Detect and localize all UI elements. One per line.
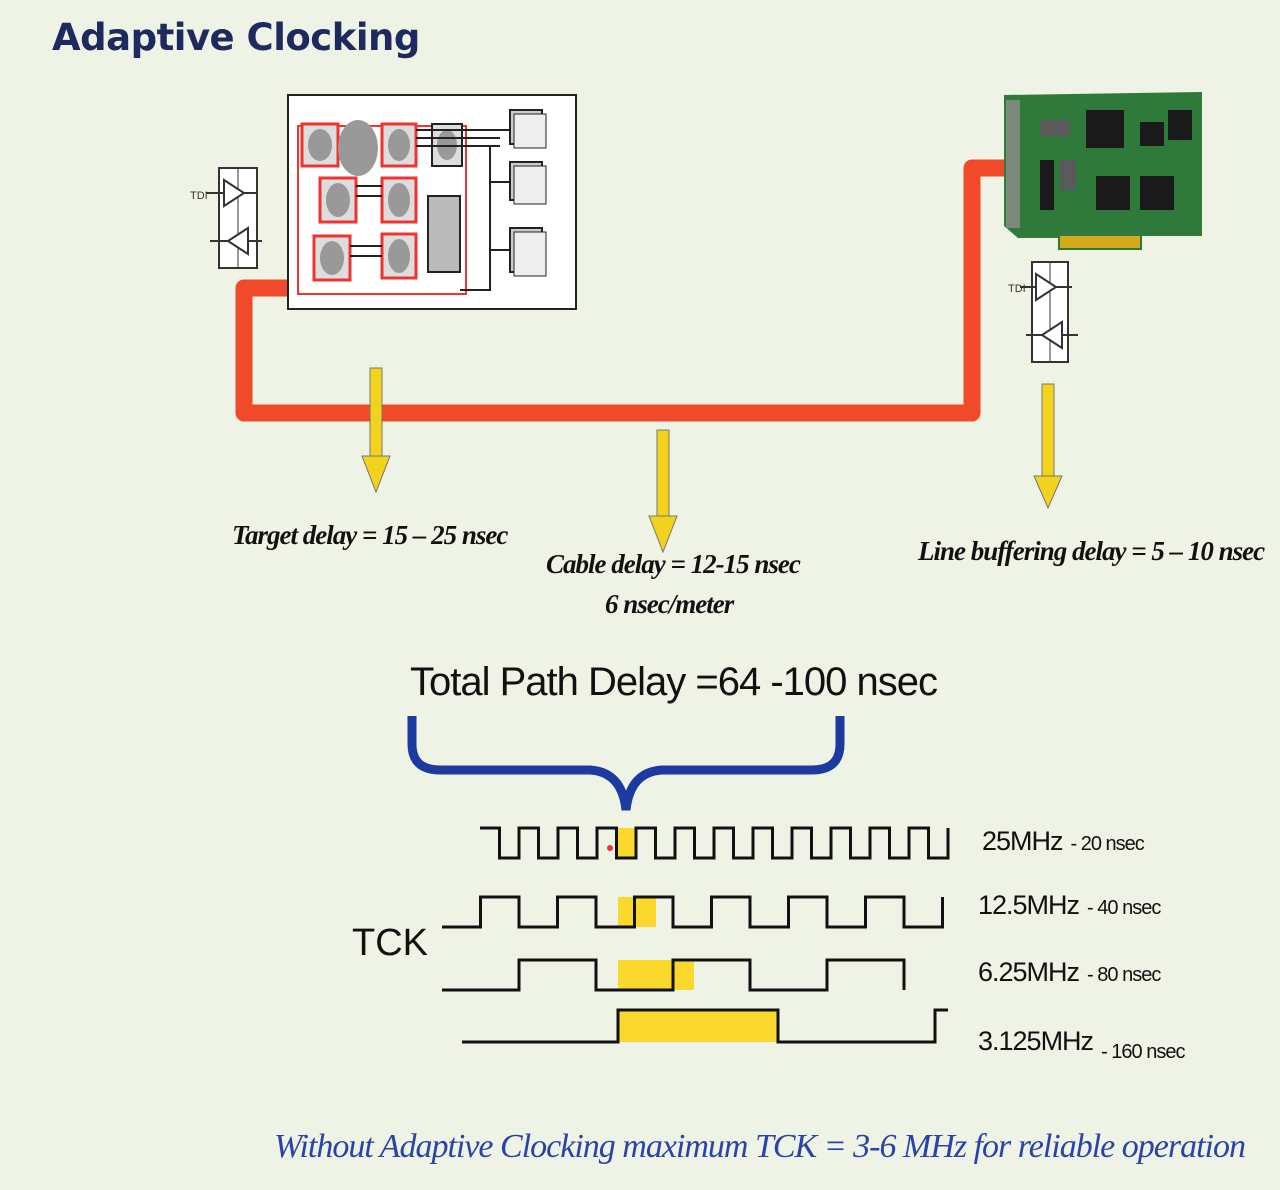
buffer-tdi-label-left: TDI [190,190,208,202]
clock-label-3-125mhz: 3.125MHz - 160 nsec [978,1026,1185,1063]
clock-period: - 80 nsec [1087,964,1161,986]
cable-delay-label: Cable delay = 12-15 nsec [546,549,801,579]
pci-interface-card [1004,92,1202,250]
clock-marker-dot [607,845,613,851]
clock-period: - 160 nsec [1101,1041,1185,1063]
clock-frequency: 25MHz [982,826,1064,856]
clock-wave-3-125mhz [462,1008,948,1044]
page-title: Adaptive Clocking [52,16,420,59]
clock-wave-12-5mhz [442,895,944,929]
clock-label-12-5mhz: 12.5MHz - 40 nsec [978,890,1161,921]
target-board [287,94,577,310]
clock-frequency: 6.25MHz [978,957,1080,987]
clock-period: - 20 nsec [1070,833,1145,855]
total-delay-brace [407,716,845,811]
clock-wave-25mhz [480,826,950,860]
clock-frequency: 3.125MHz [978,1026,1094,1056]
clock-wave-6-25mhz [442,958,906,992]
line-buffer-delay-arrow [1033,383,1063,510]
footer-note: Without Adaptive Clocking maximum TCK = … [274,1128,1246,1165]
highlight-12-5mhz [618,897,656,927]
right-line-buffer [1020,261,1078,363]
total-path-delay-label: Total Path Delay =64 -100 nsec [410,660,938,704]
line-buffering-delay-label: Line buffering delay = 5 – 10 nsec [918,536,1265,566]
buffer-tdi-label-right: TDI [1008,283,1026,295]
target-delay-arrow [361,367,391,494]
cable-delay-arrow [648,429,678,554]
tck-label: TCK [352,922,428,964]
highlight-25mhz [618,828,636,858]
clock-period: - 40 nsec [1087,897,1161,919]
clock-label-25mhz: 25MHz - 20 nsec [982,826,1145,857]
clock-frequency: 12.5MHz [978,890,1080,920]
target-delay-label: Target delay = 15 – 25 nsec [232,520,508,550]
clock-label-6-25mhz: 6.25MHz - 80 nsec [978,957,1161,988]
highlight-6-25mhz [618,960,694,990]
jtag-cable [235,159,1012,422]
left-line-buffer [206,167,262,269]
highlight-3-125mhz [618,1010,778,1042]
cable-delay-per-meter-label: 6 nsec/meter [605,589,734,619]
